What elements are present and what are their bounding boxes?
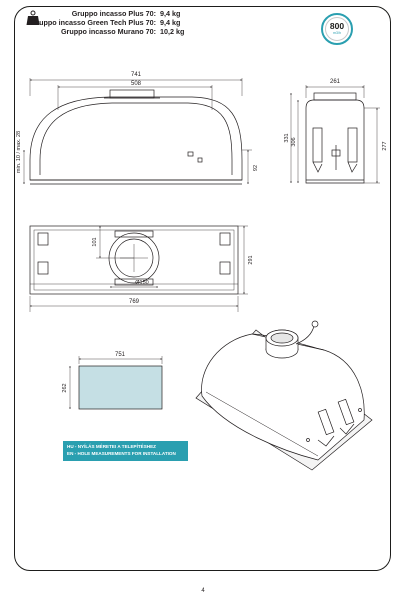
- airflow-badge: 800 m3/h: [321, 13, 353, 45]
- weight-name: Gruppo incasso Plus 70:: [71, 9, 156, 18]
- dim-306: 306: [291, 137, 297, 146]
- page-frame: [14, 6, 391, 571]
- weight-row: Gruppo incasso Plus 70: 9,4 kg: [26, 9, 202, 18]
- banner-hu: HU - NYÍLÁS MÉRETEI A TELEPÍTÉSHEZ: [67, 444, 156, 449]
- weight-row: Gruppo incasso Murano 70: 10,2 kg: [26, 27, 202, 36]
- isometric-view: [195, 320, 373, 471]
- iso-filter-left: [317, 408, 335, 436]
- dim-769: 769: [129, 299, 140, 305]
- front-hood-outline: [29, 96, 243, 181]
- weight-name: Gruppo incasso Murano 70:: [60, 27, 156, 36]
- side-filter-left: [312, 127, 323, 163]
- weight-row: Gruppo incasso Green Tech Plus 70: 9,4 k…: [26, 18, 202, 27]
- iso-cable: [295, 325, 315, 345]
- iso-filter-right: [337, 398, 355, 426]
- dim-150: Ø150: [135, 280, 148, 286]
- page-number: 4: [201, 588, 205, 594]
- cutout-view: [69, 356, 163, 410]
- airflow-badge-inner: 800 m3/h: [325, 17, 349, 41]
- iso-hood-body: [201, 333, 365, 461]
- weights-list: Gruppo incasso Plus 70: 9,4 kg Gruppo in…: [26, 9, 202, 36]
- airflow-value: 800: [329, 21, 345, 31]
- dim-101: 101: [92, 237, 98, 246]
- front-view: [23, 78, 252, 185]
- side-view: [290, 85, 380, 184]
- dim-508: 508: [131, 81, 142, 87]
- front-hood-inner: [39, 102, 233, 175]
- side-filter-right: [347, 127, 358, 163]
- installation-banner: HU - NYÍLÁS MÉRETEI A TELEPÍTÉSHEZ EN - …: [63, 441, 188, 461]
- dim-262: 262: [62, 383, 68, 392]
- top-outline: [29, 225, 239, 295]
- dim-291: 291: [248, 255, 254, 264]
- dim-741: 741: [131, 72, 142, 78]
- dim-277: 277: [382, 141, 388, 150]
- side-outline: [305, 99, 365, 184]
- top-view: [29, 225, 248, 312]
- weight-value: 9,4 kg: [160, 18, 181, 27]
- dim-height-range: min. 10 / max. 28: [16, 131, 22, 173]
- weight-name: Gruppo incasso Green Tech Plus 70:: [30, 18, 156, 27]
- banner-en: EN - HOLE MEASUREMENTS FOR INSTALLATION: [67, 450, 176, 456]
- weight-icon: [26, 10, 40, 25]
- airflow-unit: m3/h: [333, 31, 341, 35]
- dim-261: 261: [330, 79, 341, 85]
- cutout-rect: [78, 365, 163, 410]
- weight-value: 10,2 kg: [160, 27, 185, 36]
- iso-plug: [311, 320, 319, 328]
- dim-92: 92: [253, 165, 259, 171]
- dim-331: 331: [284, 133, 290, 142]
- weight-value: 9,4 kg: [160, 9, 181, 18]
- dim-751: 751: [115, 352, 126, 358]
